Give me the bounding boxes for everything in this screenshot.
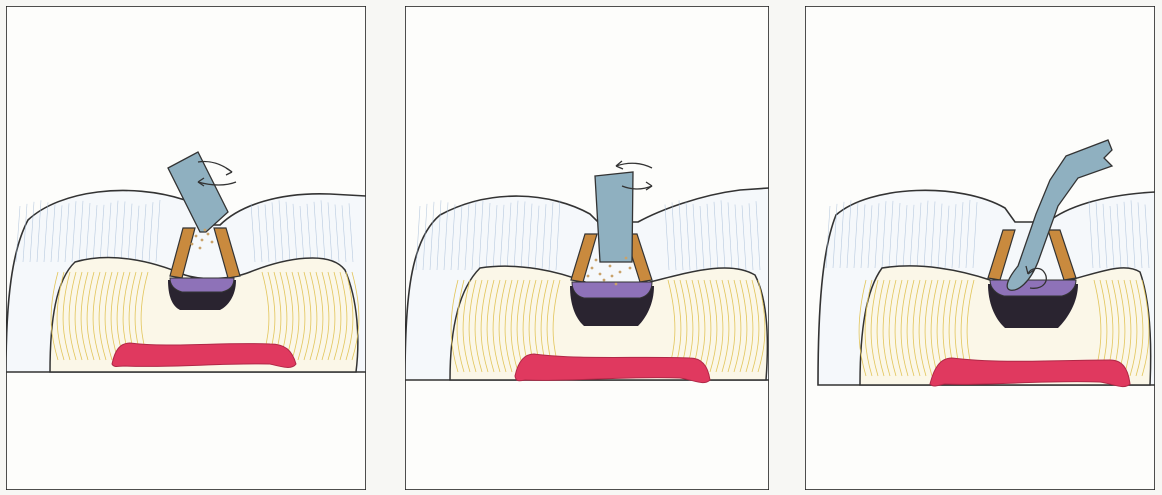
debris-particle [603, 279, 606, 282]
debris-particle [207, 233, 210, 236]
debris-particle [587, 275, 590, 278]
debris-particle [201, 239, 204, 242]
debris-particle [595, 259, 598, 262]
debris-particle [591, 267, 594, 270]
debris-particle [195, 235, 198, 238]
rotating-bur-icon [595, 172, 633, 262]
debris-particle [599, 273, 602, 276]
debris-particle [211, 241, 214, 244]
debris-particle [191, 243, 194, 246]
panel-2-bur-deepening [405, 6, 769, 490]
debris-particle [199, 247, 202, 250]
pulp-chamber [515, 354, 710, 383]
panel-3-excavation [805, 6, 1155, 490]
debris-particle [611, 275, 614, 278]
debris-particle [629, 267, 632, 270]
pulp-chamber [112, 343, 296, 367]
panel-1-bur-entry [6, 6, 366, 490]
pulp-chamber [930, 358, 1130, 387]
debris-particle [625, 257, 628, 260]
debris-particle [619, 271, 622, 274]
debris-particle [204, 229, 207, 232]
debris-particle [609, 265, 612, 268]
debris-particle [615, 283, 618, 286]
caries-purple [170, 278, 234, 292]
caries-purple [572, 282, 652, 298]
